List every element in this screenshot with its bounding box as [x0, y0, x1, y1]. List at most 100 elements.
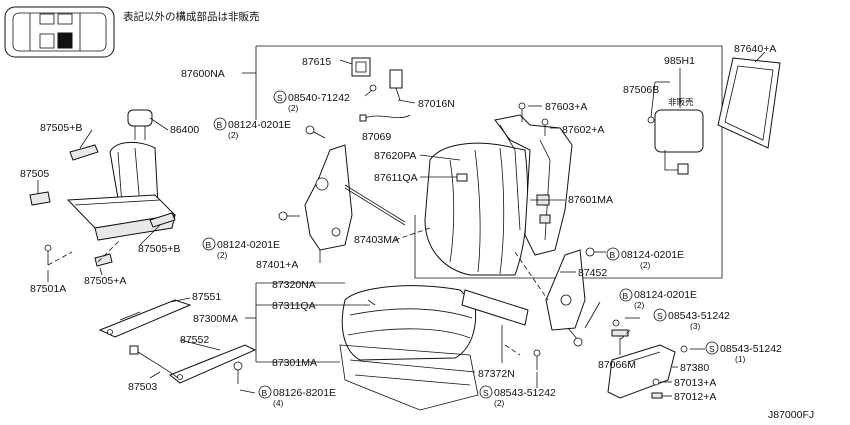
label-985h1: 985H1: [664, 55, 695, 67]
svg-text:S: S: [277, 93, 283, 103]
svg-text:B: B: [610, 250, 616, 260]
label-87601ma: 87601MA: [568, 194, 613, 206]
label-87501a: 87501A: [30, 283, 66, 295]
label-87016n: 87016N: [418, 98, 455, 110]
screw-87501a: [44, 244, 52, 265]
svg-text:S: S: [709, 344, 715, 354]
symbol-markers: B S B B B S S B S: [202, 90, 719, 399]
label-87505: 87505: [20, 168, 49, 180]
label-08126-qty: (4): [273, 398, 284, 408]
svg-text:B: B: [217, 120, 223, 130]
label-08543-b-qty: (1): [735, 354, 746, 364]
clip-87012a: [651, 392, 663, 399]
screw-08543-b: [680, 345, 688, 353]
label-08124-d: 08124-0201E: [634, 289, 697, 301]
label-87320na: 87320NA: [272, 279, 316, 291]
cover-87505a: [94, 253, 113, 267]
side-airbag-module: [647, 109, 704, 175]
label-08540: 08540-71242: [288, 92, 350, 104]
label-87503: 87503: [128, 381, 157, 393]
bolt-87603: [518, 102, 526, 122]
label-86400: 86400: [170, 124, 199, 136]
label-87505a: 87505+A: [84, 275, 126, 287]
seatback-cushion: [424, 142, 529, 276]
bolt-08124-b: [278, 211, 300, 221]
label-87013a: 87013+A: [674, 377, 716, 389]
label-87611qa: 87611QA: [374, 172, 418, 184]
label-87620pa: 87620PA: [374, 150, 416, 162]
harness-87069: [359, 114, 411, 122]
label-87640a: 87640+A: [734, 43, 776, 55]
side-finisher-87380: [607, 344, 676, 399]
bolt-08124-d: [567, 327, 583, 347]
harness-87503: [129, 345, 179, 379]
label-87372n: 87372N: [478, 368, 515, 380]
label-08543-a: 08543-51242: [668, 310, 730, 322]
label-87012a: 87012+A: [674, 391, 716, 403]
label-08543-c: 08543-51242: [494, 387, 556, 399]
label-87552: 87552: [180, 334, 209, 346]
label-08126: 08126-8201E: [273, 387, 336, 399]
label-87380: 87380: [680, 362, 709, 374]
seat-slide-rail: [98, 299, 257, 384]
recliner-assembly-right: [545, 249, 586, 331]
svg-text:B: B: [262, 388, 268, 398]
label-87300ma: 87300MA: [193, 313, 238, 325]
label-87301ma: 87301MA: [272, 357, 317, 369]
label-08124-c-qty: (2): [640, 260, 651, 270]
car-locator-icon: [4, 6, 115, 58]
cover-87505b-top: [69, 144, 99, 161]
screw-icon: [369, 84, 377, 92]
label-08124-d-qty: (2): [634, 300, 645, 310]
label-87452: 87452: [578, 267, 607, 279]
clip-87013a: [652, 378, 660, 386]
label-87506b: 87506B: [623, 84, 659, 96]
seat-overview-illustration: [66, 109, 177, 241]
bolt-87602: [541, 118, 549, 136]
label-87403ma: 87403MA: [354, 234, 399, 246]
label-87603a: 87603+A: [545, 101, 587, 113]
bracket-87372n: [461, 289, 529, 326]
screw-08543-a: [612, 319, 620, 327]
label-08543-c-qty: (2): [494, 398, 505, 408]
label-87066m: 87066M: [598, 359, 636, 371]
seatback-group-frame: [256, 45, 723, 279]
leader-lines: [37, 51, 766, 397]
label-87505b-top: 87505+B: [40, 122, 82, 134]
label-08543-a-qty: (3): [690, 321, 701, 331]
recliner-assembly-left: [304, 144, 406, 251]
label-87505b-mid: 87505+B: [138, 243, 180, 255]
bolt-08124-c: [585, 247, 606, 257]
svg-text:S: S: [657, 311, 663, 321]
label-87615: 87615: [302, 56, 331, 68]
svg-text:B: B: [206, 240, 212, 250]
seat-cushion: [339, 285, 479, 411]
label-87401a: 87401+A: [256, 259, 298, 271]
back-board-panel: [717, 57, 781, 149]
seat-switch-87615: [351, 57, 371, 77]
assembly-dashed-lines: [47, 227, 631, 356]
label-08124-b-qty: (2): [217, 250, 228, 260]
diagram-id: J87000FJ: [768, 409, 814, 421]
label-08540-qty: (2): [288, 103, 299, 113]
label-87069: 87069: [362, 131, 391, 143]
label-08543-b: 08543-51242: [720, 343, 782, 355]
svg-text:B: B: [623, 291, 629, 301]
label-08124-a-qty: (2): [228, 130, 239, 140]
label-87551: 87551: [192, 291, 221, 303]
bolt-08124-a: [305, 125, 326, 139]
screw-08543-c: [533, 349, 541, 370]
label-08124-a: 08124-0201E: [228, 119, 291, 131]
cover-87505: [29, 191, 51, 206]
label-87602a: 87602+A: [562, 124, 604, 136]
part-labels: 87600NA 87615 08540-71242 (2) 87016N 870…: [20, 43, 782, 408]
connector-87016N: [389, 69, 403, 101]
label-87311qa: 87311QA: [272, 300, 316, 312]
header-note: 表記以外の構成部品は非販売: [123, 10, 260, 23]
label-08124-b: 08124-0201E: [217, 239, 280, 251]
cover-87505b-mid: [149, 212, 176, 228]
label-not-sold: 非販売: [668, 97, 694, 107]
knob-87066m: [611, 329, 629, 337]
label-87600na: 87600NA: [181, 68, 225, 80]
